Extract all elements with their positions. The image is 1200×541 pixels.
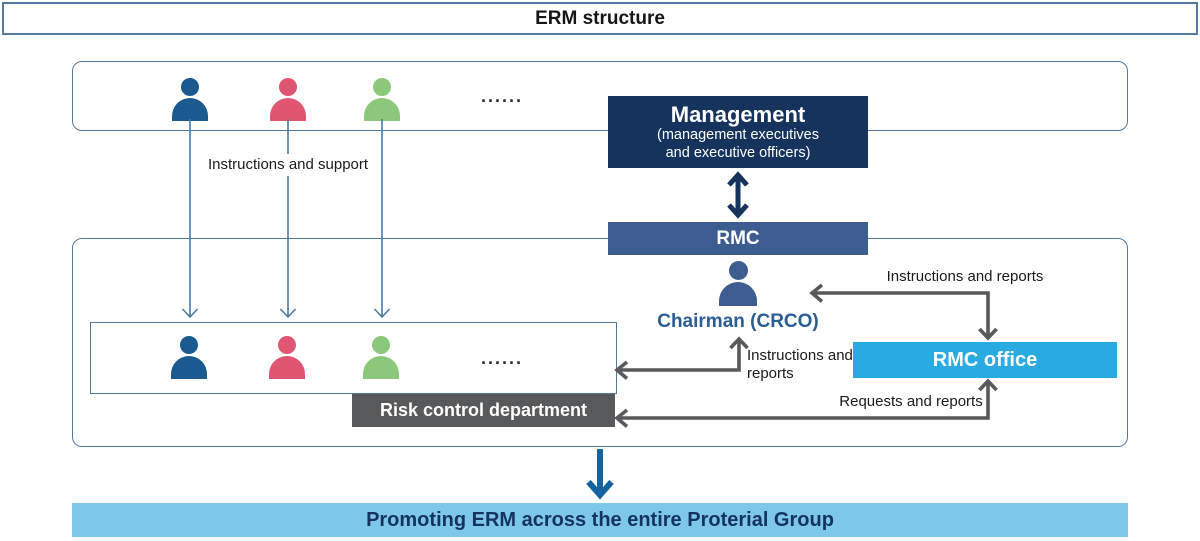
chairman-person-icon [719,261,757,306]
person-icon-blue [172,78,208,121]
ellipsis-top: ...... [480,86,523,106]
person-icon-blue [171,336,207,379]
footer-label: Promoting ERM across the entire Proteria… [366,508,834,531]
label-line2: reports [747,365,794,382]
ellipsis-lower: ...... [480,348,523,368]
footer-banner: Promoting ERM across the entire Proteria… [72,503,1128,537]
management-title: Management [670,102,806,127]
management-box: Management (management executives and ex… [608,96,868,168]
person-body [269,356,305,379]
person-icon-pink [269,336,305,379]
label-instructions-and-reports-dept: Instructions and reports [747,347,857,383]
label-instructions-and-support: Instructions and support [197,154,379,176]
person-body [172,98,208,121]
person-head [372,336,390,354]
risk-control-department-box: Risk control department [352,394,615,427]
person-body [171,356,207,379]
management-subtitle-line1: (management executives [657,127,819,144]
diagram-title: ERM structure [535,7,665,29]
label-instructions-and-reports-office: Instructions and reports [886,268,1044,285]
management-subtitle-line2: and executive officers) [665,144,811,161]
label-line1: Instructions and [747,347,853,364]
person-body [363,356,399,379]
chairman-label: Chairman (CRCO) [657,311,819,332]
person-head [278,336,296,354]
person-icon-green [363,336,399,379]
person-head [279,78,297,96]
rmc-box: RMC [608,222,868,255]
risk-dept-people-box [90,322,617,394]
person-icon-green [364,78,400,121]
person-head [181,78,199,96]
person-icon-pink [270,78,306,121]
person-head [728,261,748,280]
person-head [180,336,198,354]
arrow-to-footer [586,449,614,500]
label-requests-and-reports: Requests and reports [839,393,983,410]
top-group-container [72,61,1128,131]
rmc-office-box: RMC office [853,342,1117,378]
person-head [373,78,391,96]
person-body [364,98,400,121]
person-body [270,98,306,121]
diagram-title-box: ERM structure [2,2,1198,35]
arrow-management-rmc [727,171,749,219]
person-body [719,282,757,306]
